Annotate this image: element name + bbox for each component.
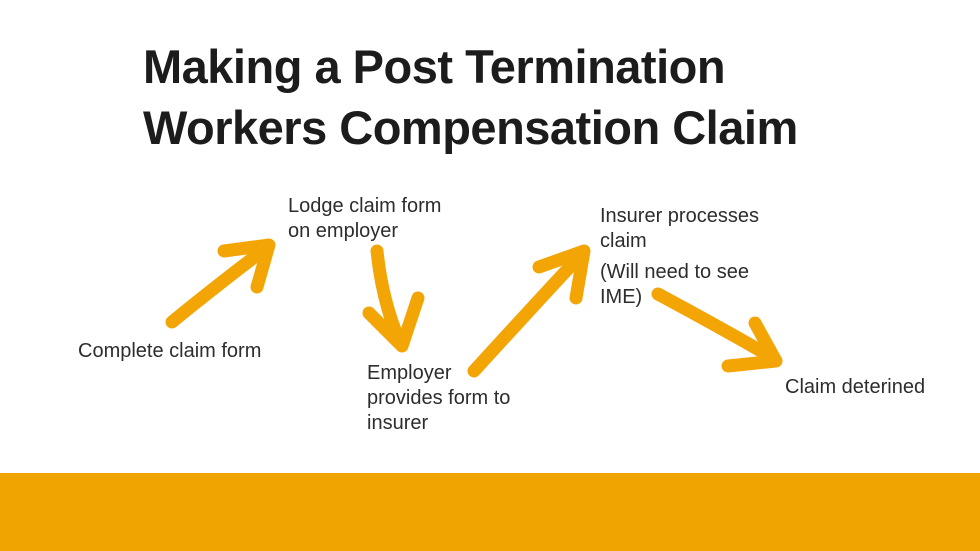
- step-label-insurer-processes-claim: Insurer processes claim: [600, 205, 759, 252]
- slide-title: Making a Post Termination Workers Compen…: [143, 40, 798, 154]
- arrow-complete-to-lodge-icon: [165, 238, 276, 329]
- step-label-complete-claim-form: Complete claim form: [78, 340, 262, 362]
- arrow-lodge-to-employer-icon: [362, 244, 425, 353]
- step-note-ime: (Will need to see IME): [600, 261, 749, 308]
- arrow-employer-to-insurer-icon: [467, 244, 591, 378]
- step-label-employer-provides-form: Employer provides form to insurer: [367, 362, 511, 434]
- footer-accent-bar: [0, 473, 980, 551]
- step-label-lodge-claim-form: Lodge claim form on employer: [288, 195, 442, 242]
- step-label-claim-determined: Claim deterined: [785, 376, 926, 398]
